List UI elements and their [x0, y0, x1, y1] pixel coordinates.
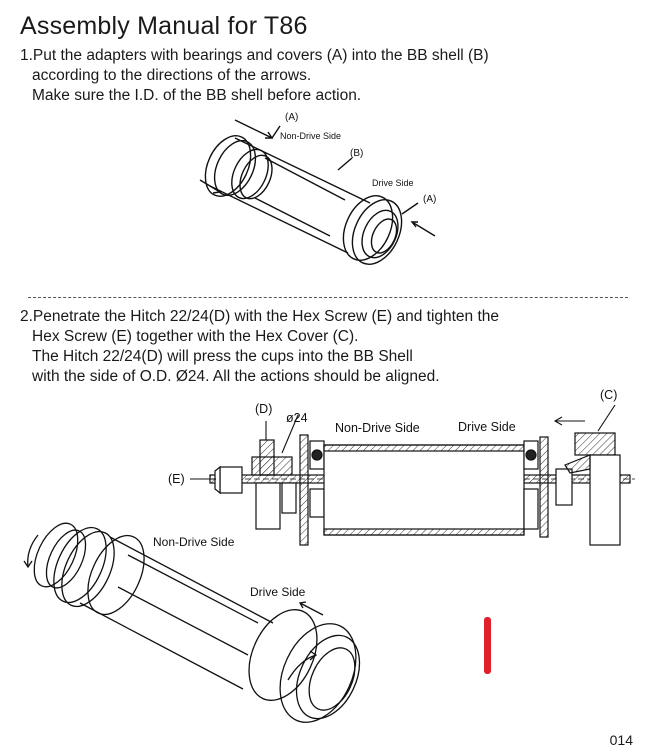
step2-label-d: (D): [255, 402, 272, 416]
page-title: Assembly Manual for T86: [20, 12, 308, 40]
step1-line-3: Make sure the I.D. of the BB shell befor…: [32, 87, 362, 104]
step1-label-a-top: (A): [285, 112, 298, 123]
step1-label-drive: Drive Side: [372, 178, 414, 188]
step2-iso-label-non-drive: Non-Drive Side: [153, 535, 235, 549]
step1-bb-shell-diagram: (A) Non-Drive Side (B) Drive Side (A): [199, 112, 436, 265]
step2-cross-section-diagram: (D) ø24 Non-Drive Side Drive Side (C) (E…: [168, 388, 635, 546]
step1-label-a-bottom: (A): [423, 194, 436, 205]
step1-label-b: (B): [350, 148, 363, 159]
step2-iso-label-drive: Drive Side: [250, 585, 306, 599]
red-marker: [484, 617, 491, 674]
step2-instructions: 2.Penetrate the Hitch 22/24(D) with the …: [20, 307, 499, 387]
step2-line-2: Hex Screw (E) together with the Hex Cove…: [32, 328, 359, 345]
step1-instructions: 1.Put the adapters with bearings and cov…: [20, 46, 489, 106]
step2-line-3: The Hitch 22/24(D) will press the cups i…: [32, 348, 413, 365]
step2-line-4: with the side of O.D. Ø24. All the actio…: [32, 368, 440, 385]
section-divider: [28, 297, 628, 298]
step2-line-1: 2.Penetrate the Hitch 22/24(D) with the …: [20, 308, 500, 325]
step2-label-c: (C): [600, 388, 617, 402]
step2-isometric-diagram: Non-Drive Side Drive Side: [23, 522, 361, 723]
step2-label-drive: Drive Side: [458, 420, 516, 434]
page-number: 014: [609, 732, 633, 748]
step2-label-e: (E): [168, 472, 185, 486]
step2-label-non-drive: Non-Drive Side: [335, 421, 420, 435]
step1-line-1: 1.Put the adapters with bearings and cov…: [20, 47, 489, 64]
step1-line-2: according to the directions of the arrow…: [32, 67, 312, 84]
step1-label-non-drive: Non-Drive Side: [280, 131, 341, 141]
step2-label-o24: ø24: [286, 411, 308, 425]
